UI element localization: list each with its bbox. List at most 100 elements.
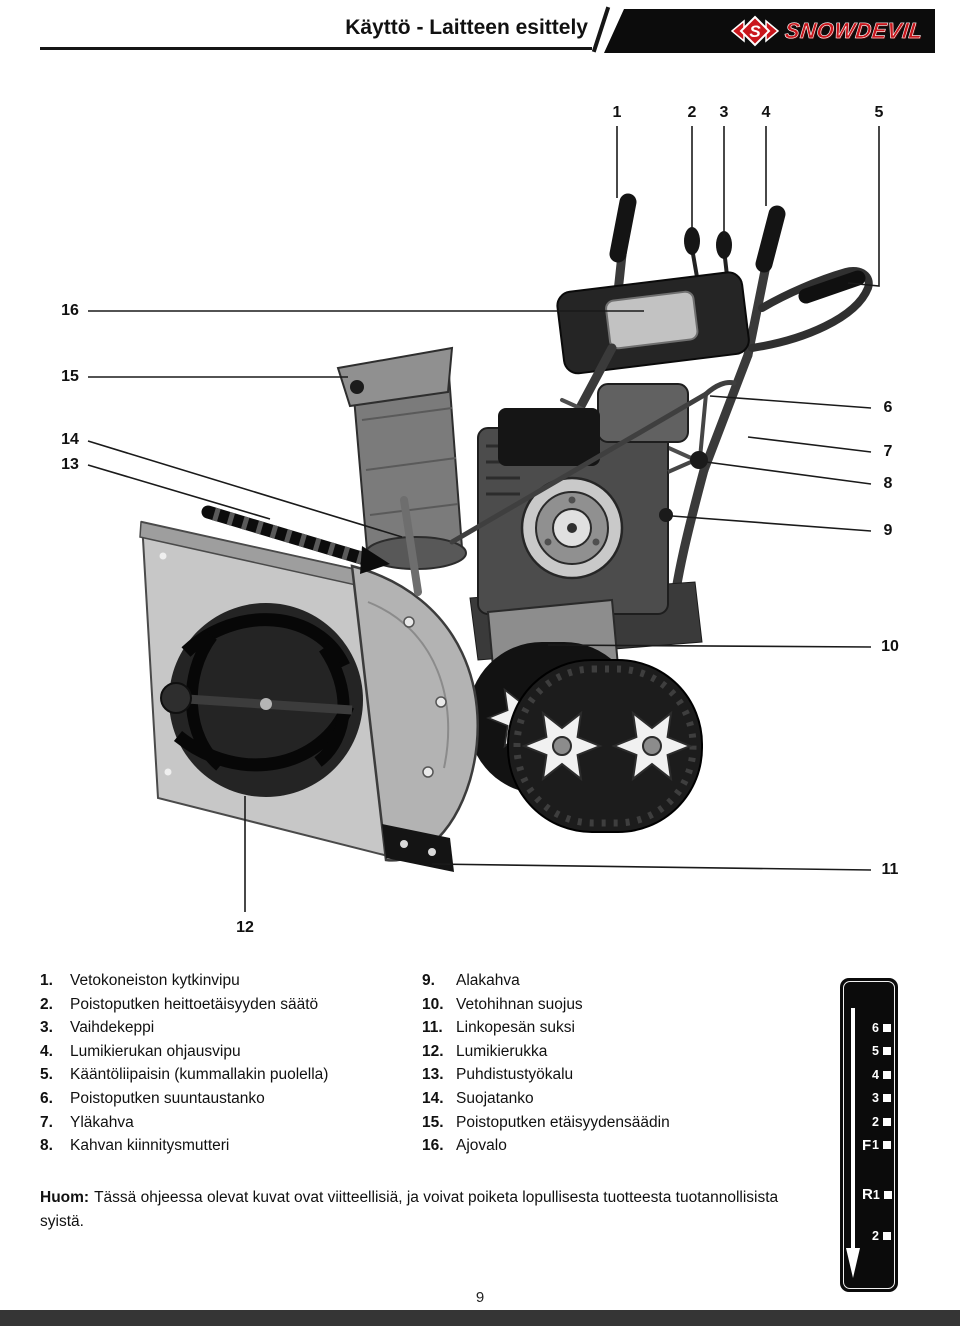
gear-mark <box>883 1023 891 1032</box>
legend-item-number: 14. <box>422 1089 444 1107</box>
note-prefix: Huom: <box>40 1189 90 1206</box>
gear-row: 6 <box>862 1016 891 1040</box>
callout-lines <box>87 126 880 912</box>
legend-item-label: Poistoputken etäisyydensäädin <box>456 1113 670 1131</box>
gear-row: 4 <box>862 1063 891 1087</box>
note: Huom:Tässä ohjeessa olevat kuvat ovat vi… <box>40 1186 792 1234</box>
legend-item-label: Poistoputken heittoetäisyyden säätö <box>70 995 319 1013</box>
legend-item: 1. Vetokoneiston kytkinvipu <box>40 969 416 993</box>
gear-number: 4 <box>872 1067 879 1082</box>
gear-number: 2 <box>872 1229 879 1244</box>
legend-item: 7.Yläkahva <box>40 1111 416 1135</box>
legend-item-number: 6. <box>40 1089 53 1107</box>
discharge-chute <box>336 346 467 570</box>
legend-item: 3. Vaihdekeppi <box>40 1016 416 1040</box>
legend-item-number: 13. <box>422 1066 444 1084</box>
gear-mark <box>883 1070 891 1079</box>
callout-9: 9 <box>883 522 893 539</box>
gear-row: 5 <box>862 1040 891 1064</box>
legend-item-number: 10. <box>422 995 444 1013</box>
legend-item-number: 3. <box>40 1019 53 1037</box>
down-arrow-icon <box>846 1008 860 1278</box>
legend-item-label: Suojatanko <box>456 1089 534 1107</box>
gear-mark <box>883 1232 891 1241</box>
gear-row: 2 <box>862 1225 891 1249</box>
legend-item-number: 1. <box>40 972 53 989</box>
legend-item-number: 5. <box>40 1066 53 1084</box>
legend-item: 10. Vetohihnan suojus <box>422 993 822 1017</box>
gear-number: 6 <box>872 1020 879 1035</box>
legend-item-label: Ajovalo <box>456 1137 507 1155</box>
legend-item: 15.Poistoputken etäisyydensäädin <box>422 1111 822 1135</box>
legend-item: 4.Lumikierukan ohjausvipu <box>40 1040 416 1064</box>
callout-15: 15 <box>61 368 79 385</box>
handle-knob <box>690 451 708 469</box>
gear-number: 1 <box>872 1138 879 1153</box>
brand-name: SNOWDEVIL <box>784 18 925 44</box>
legend-item: 8. Kahvan kiinnitysmutteri <box>40 1134 416 1158</box>
callout-12: 12 <box>236 919 254 936</box>
legend-item: 9.Alakahva <box>422 969 822 993</box>
legend-item-label: Vetohihnan suojus <box>456 995 583 1013</box>
chute-rod <box>449 391 709 545</box>
legend-item: 5.Kääntöliipaisin (kummallakin puolella) <box>40 1063 416 1087</box>
air-filter <box>498 408 600 466</box>
legend-item: 2.Poistoputken heittoetäisyyden säätö <box>40 993 416 1017</box>
legend-item-label: Yläkahva <box>70 1113 134 1131</box>
recoil-starter <box>520 476 624 580</box>
legend-item: 6.Poistoputken suuntaustanko <box>40 1087 416 1111</box>
legend-item-number: 8. <box>40 1137 53 1155</box>
legend-item: 13. Puhdistustyökalu <box>422 1063 822 1087</box>
guard-bar <box>400 496 422 596</box>
gear-number: 1 <box>872 1187 880 1202</box>
skid-shoe <box>382 824 454 872</box>
brand-logo-icon: S <box>731 15 780 47</box>
legend-list-right: 9.Alakahva 10. Vetohihnan suojus 11.Linko… <box>422 969 822 1158</box>
callout-13: 13 <box>61 456 79 473</box>
callout-6: 6 <box>883 399 893 416</box>
gear-prefix: F <box>862 1136 872 1154</box>
callout-11: 11 <box>881 861 899 878</box>
gear-mark <box>883 1047 891 1056</box>
gear-mark <box>883 1094 891 1103</box>
callout-10: 10 <box>881 638 899 655</box>
legend-item-label: Kahvan kiinnitysmutteri <box>70 1137 230 1155</box>
legend-item-number: 4. <box>40 1042 53 1060</box>
page-number: 9 <box>475 1289 485 1306</box>
belt-cover <box>486 598 620 680</box>
legend-item-number: 12. <box>422 1042 444 1060</box>
callout-16: 16 <box>61 302 79 319</box>
brand-banner: S SNOWDEVIL <box>604 9 935 53</box>
legend-item-number: 16. <box>422 1137 444 1155</box>
callout-14: 14 <box>61 431 79 448</box>
callout-1: 1 <box>612 104 622 121</box>
headlight <box>605 290 699 350</box>
legend-item-label: Vaihdekeppi <box>70 1019 155 1037</box>
gear-number: 5 <box>872 1044 879 1059</box>
engine <box>469 383 708 680</box>
legend-item: 11.Linkopesän suksi <box>422 1016 822 1040</box>
auger-housing <box>139 520 479 872</box>
gear-mark <box>883 1141 891 1150</box>
gear-mark <box>883 1190 892 1199</box>
gear-number: 2 <box>872 1114 879 1129</box>
cleanout-tool <box>201 505 390 574</box>
legend-item-label: Lumikierukka <box>456 1042 548 1060</box>
brand-monogram: S <box>750 22 762 41</box>
fuel-tank <box>597 383 689 443</box>
legend-item-label: Puhdistustyökalu <box>456 1066 574 1084</box>
gear-number: 3 <box>872 1091 879 1106</box>
legend-item-label: Vetokoneiston kytkinvipu <box>70 972 240 989</box>
control-panel <box>556 271 750 375</box>
gear-row: 2 <box>862 1110 891 1134</box>
note-body: Tässä ohjeessa olevat kuvat ovat viittee… <box>40 1189 779 1230</box>
title-underline <box>40 47 592 50</box>
legend-item-label: Linkopesän suksi <box>456 1019 575 1037</box>
gear-mark <box>883 1117 891 1126</box>
legend-item: 12. Lumikierukka <box>422 1040 822 1064</box>
legend-item: 16. Ajovalo <box>422 1134 822 1158</box>
legend-item: 14. Suojatanko <box>422 1087 822 1111</box>
